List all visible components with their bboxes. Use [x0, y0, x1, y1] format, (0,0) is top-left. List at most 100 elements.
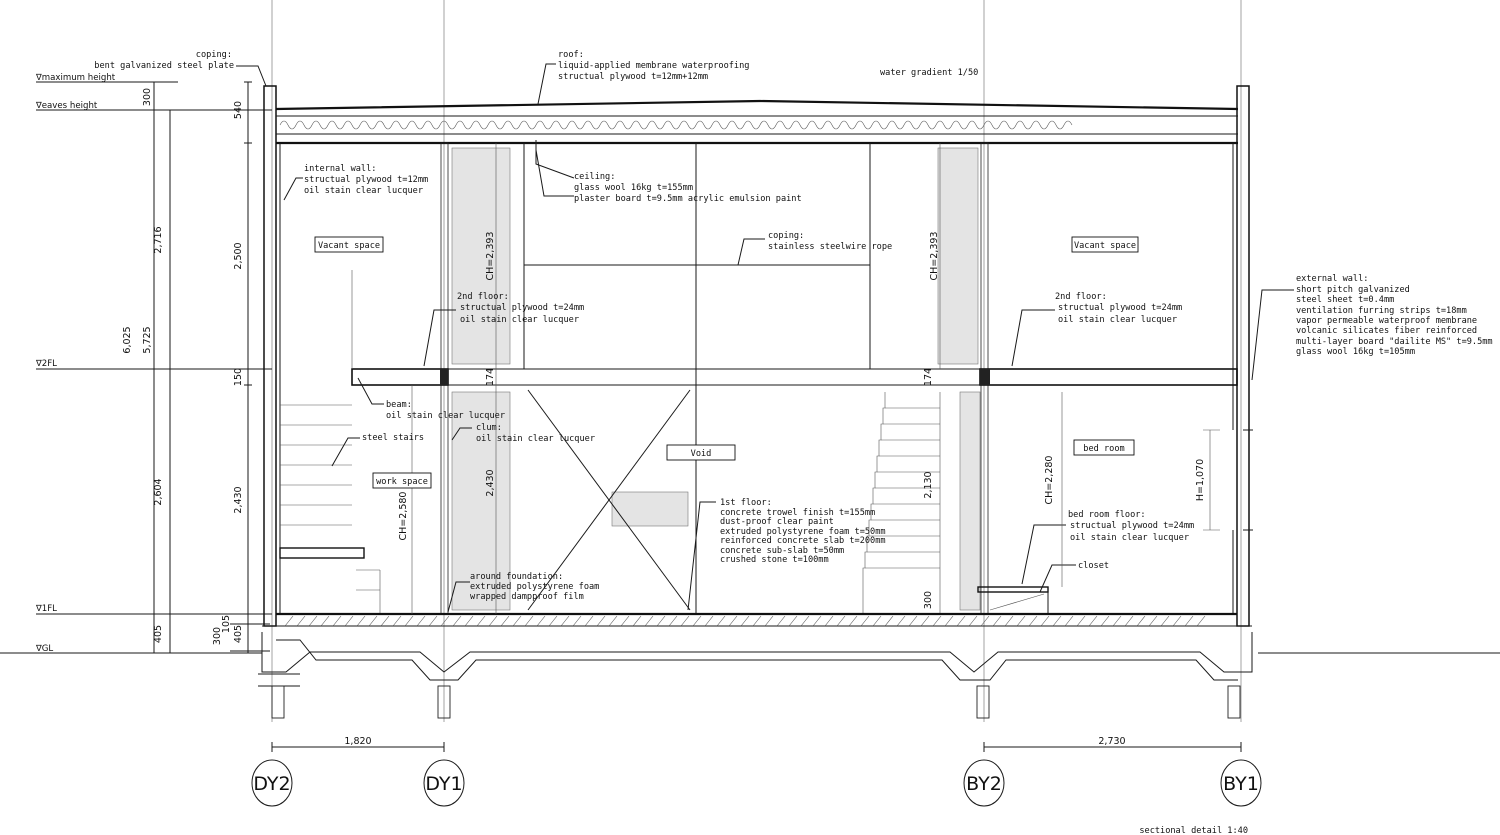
svg-text:ceiling:: ceiling: — [574, 172, 615, 182]
svg-text:oil stain clear lucquer: oil stain clear lucquer — [1058, 315, 1177, 325]
room-void: Void — [691, 449, 712, 459]
note-beam: beam: oil stain clear lucquer — [386, 400, 505, 421]
svg-text:around foundation:: around foundation: — [470, 572, 563, 582]
foundation — [258, 612, 1253, 719]
svg-text:oil stain clear lucquer: oil stain clear lucquer — [476, 434, 595, 444]
leader-lines — [236, 63, 1294, 613]
grid-label-by2: BY2 — [966, 773, 1002, 795]
dim-2430-inner: 2,430 — [485, 469, 496, 496]
svg-text:stainless steelwire rope: stainless steelwire rope — [768, 242, 892, 252]
note-second-floor-right: 2nd floor: structual plywood t=24mm oil … — [1055, 292, 1182, 325]
note-ceiling: ceiling: glass wool 16kg t=155mm plaster… — [574, 172, 802, 204]
svg-text:structual plywood t=24mm: structual plywood t=24mm — [1058, 303, 1182, 313]
svg-text:multi-layer board "dailite MS": multi-layer board "dailite MS" t=9.5mm — [1296, 337, 1493, 347]
svg-text:steel sheet t=0.4mm: steel sheet t=0.4mm — [1296, 295, 1394, 305]
svg-text:vapor permeable waterproof mem: vapor permeable waterproof membrane — [1296, 316, 1477, 326]
dim-174-a: 174 — [485, 368, 496, 386]
roof-assembly — [263, 85, 1250, 627]
grid-lines — [271, 0, 1242, 722]
dim-2430: 2,430 — [233, 486, 244, 513]
svg-text:oil stain clear lucquer: oil stain clear lucquer — [386, 411, 505, 421]
dim-5725: 5,725 — [142, 326, 153, 353]
svg-text:glass wool 16kg t=105mm: glass wool 16kg t=105mm — [1296, 347, 1415, 357]
dim-2130: 2,130 — [923, 471, 934, 498]
dim-405-a: 405 — [153, 625, 164, 643]
svg-text:plaster board t=9.5mm acrylic: plaster board t=9.5mm acrylic emulsion p… — [574, 194, 802, 204]
svg-text:bent galvanized steel plate: bent galvanized steel plate — [94, 61, 234, 71]
svg-text:concrete sub-slab t=50mm: concrete sub-slab t=50mm — [720, 546, 844, 556]
svg-text:extruded polystyrene foam t=50: extruded polystyrene foam t=50mm — [720, 527, 886, 537]
dim-300: 300 — [142, 88, 153, 106]
svg-text:wrapped dampproof film: wrapped dampproof film — [470, 592, 584, 602]
dim-ch-2580: CH=2,580 — [398, 492, 409, 541]
note-internal-wall: internal wall: structual plywood t=12mm … — [304, 164, 428, 196]
dim-2500: 2,500 — [233, 242, 244, 269]
dim-540: 540 — [233, 101, 244, 119]
dim-h-1070: H=1,070 — [1195, 459, 1206, 501]
void-bracing — [527, 389, 691, 611]
note-second-floor-left: 2nd floor: structual plywood t=24mm oil … — [457, 292, 584, 325]
grid-label-dy1: DY1 — [425, 773, 462, 795]
svg-text:structual plywood t=24mm: structual plywood t=24mm — [460, 303, 584, 313]
level-lines — [0, 81, 1500, 654]
room-work-space: work space — [376, 477, 428, 487]
note-external-wall: external wall: short pitch galvanized st… — [1296, 274, 1493, 357]
svg-text:structual plywood t=24mm: structual plywood t=24mm — [1070, 521, 1194, 531]
svg-text:glass wool 16kg t=155mm: glass wool 16kg t=155mm — [574, 183, 693, 193]
note-first-floor: 1st floor: concrete trowel finish t=155m… — [720, 498, 886, 565]
note-steel-stairs: steel stairs — [362, 433, 424, 443]
stairs-left — [279, 270, 381, 614]
stairs-right — [862, 392, 941, 614]
svg-text:volcanic silicates fiber reinf: volcanic silicates fiber reinforced — [1296, 326, 1477, 336]
inner-dimension-lines — [411, 143, 1220, 614]
note-clum: clum: oil stain clear lucquer — [476, 423, 595, 444]
dim-105: 105 — [221, 615, 232, 633]
svg-text:extruded polystyrene foam: extruded polystyrene foam — [470, 582, 599, 592]
dim-300-b: 300 — [212, 627, 223, 645]
svg-text:2nd floor:: 2nd floor: — [457, 292, 509, 302]
svg-text:oil stain clear lucquer: oil stain clear lucquer — [304, 186, 423, 196]
svg-text:2nd floor:: 2nd floor: — [1055, 292, 1107, 302]
svg-text:ventilation furring strips t=1: ventilation furring strips t=18mm — [1296, 306, 1467, 316]
dim-174-b: 174 — [923, 368, 934, 386]
dim-405-b: 405 — [233, 625, 244, 643]
drawing-caption: sectional detail 1:40 — [1139, 826, 1248, 835]
svg-text:1st floor:: 1st floor: — [720, 498, 772, 508]
svg-text:reinforced concrete slab t=200: reinforced concrete slab t=200mm — [720, 536, 886, 546]
grid-label-by1: BY1 — [1223, 773, 1259, 795]
svg-text:liquid-applied membrane waterp: liquid-applied membrane waterproofing — [558, 61, 749, 71]
svg-text:internal wall:: internal wall: — [304, 164, 376, 174]
note-closet: closet — [1078, 561, 1109, 571]
dim-2730: 2,730 — [1098, 736, 1125, 747]
svg-text:coping:: coping: — [768, 231, 804, 241]
room-vacant-right: Vacant space — [1074, 241, 1136, 251]
dim-ch-2393-b: CH=2,393 — [929, 232, 940, 281]
note-roof: roof: liquid-applied membrane waterproof… — [558, 50, 749, 82]
dim-300-stair: 300 — [923, 591, 934, 609]
grid-label-dy2: DY2 — [253, 773, 290, 795]
bed-room-floor — [977, 586, 1049, 614]
dim-6025: 6,025 — [122, 326, 133, 353]
svg-text:roof:: roof: — [558, 50, 584, 60]
note-around-foundation: around foundation: extruded polystyrene … — [470, 572, 599, 602]
note-water-gradient: water gradient 1/50 — [880, 68, 978, 78]
svg-text:oil stain clear lucquer: oil stain clear lucquer — [1070, 533, 1189, 543]
svg-text:beam:: beam: — [386, 400, 412, 410]
svg-text:short pitch galvanized: short pitch galvanized — [1296, 285, 1410, 295]
room-vacant-left: Vacant space — [318, 241, 380, 251]
level-1fl: ∇1FL — [35, 604, 57, 614]
glass-panels — [451, 147, 981, 611]
level-2fl: ∇2FL — [35, 359, 57, 369]
svg-text:crushed stone t=100mm: crushed stone t=100mm — [720, 555, 829, 565]
dim-ch-2393-a: CH=2,393 — [485, 232, 496, 281]
dim-150: 150 — [233, 368, 244, 386]
svg-text:concrete trowel finish t=155mm: concrete trowel finish t=155mm — [720, 508, 875, 518]
left-dimension-chains — [150, 81, 252, 654]
svg-text:bed room floor:: bed room floor: — [1068, 510, 1146, 520]
dim-2604: 2,604 — [153, 478, 164, 505]
note-coping-wire: coping: stainless steelwire rope — [768, 231, 892, 252]
dim-2716: 2,716 — [153, 226, 164, 253]
svg-text:dust-proof clear paint: dust-proof clear paint — [720, 517, 834, 527]
level-eaves-height: ∇eaves height — [35, 101, 98, 111]
